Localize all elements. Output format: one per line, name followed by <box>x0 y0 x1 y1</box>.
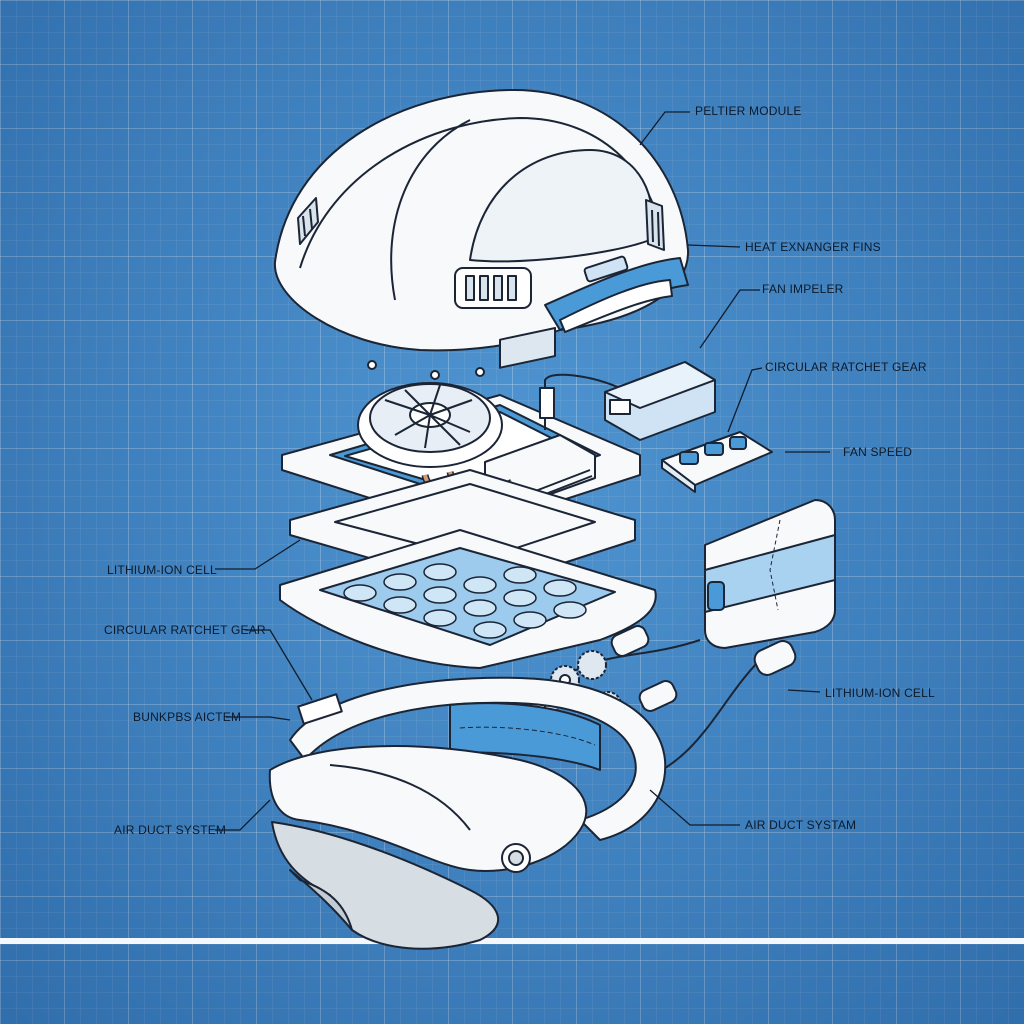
label-air-duct-system-right: AIR DUCT SYSTAM <box>745 818 857 832</box>
callout-leader-lines <box>215 111 830 831</box>
face-visor <box>268 745 588 950</box>
label-circular-ratchet-gear-left: CIRCULAR RATCHET GEAR <box>104 623 266 637</box>
vent-grille-right <box>645 199 665 251</box>
helmet-shell <box>273 88 690 352</box>
label-air-duct-system-left: AIR DUCT SYSTEM <box>114 823 227 837</box>
label-peltier-module: PELTIER MODULE <box>695 104 802 118</box>
heat-exchanger-fins-pad <box>279 529 657 669</box>
peltier-module-box <box>604 361 716 441</box>
label-fan-speed: FAN SPEED <box>843 445 913 459</box>
fan-wiring <box>539 373 621 430</box>
label-circular-ratchet-gear-right: CIRCULAR RATCHET GEAR <box>765 360 927 374</box>
fan-speed-control-panel <box>661 431 773 493</box>
label-lithium-ion-cell-left: LITHIUM-ION CELL <box>107 563 217 577</box>
battery-connector-cable <box>559 625 797 781</box>
headband-ratchet-ring <box>289 676 667 841</box>
ground-baseline <box>0 938 1024 944</box>
vent-grille-front <box>454 267 532 309</box>
label-fan-impeller: FAN IMPELER <box>762 282 844 296</box>
label-bunkpbs-aictem: BUNKPBS AICTEM <box>133 710 242 724</box>
fan-impeller <box>357 382 503 468</box>
mounting-screws <box>367 360 485 380</box>
vent-grille-left <box>297 197 319 245</box>
label-heat-exchanger-fins: HEAT EXNANGER FINS <box>745 240 881 254</box>
label-lithium-ion-cell-right: LITHIUM-ION CELL <box>825 686 935 700</box>
lithium-ion-battery-pack <box>704 499 836 649</box>
